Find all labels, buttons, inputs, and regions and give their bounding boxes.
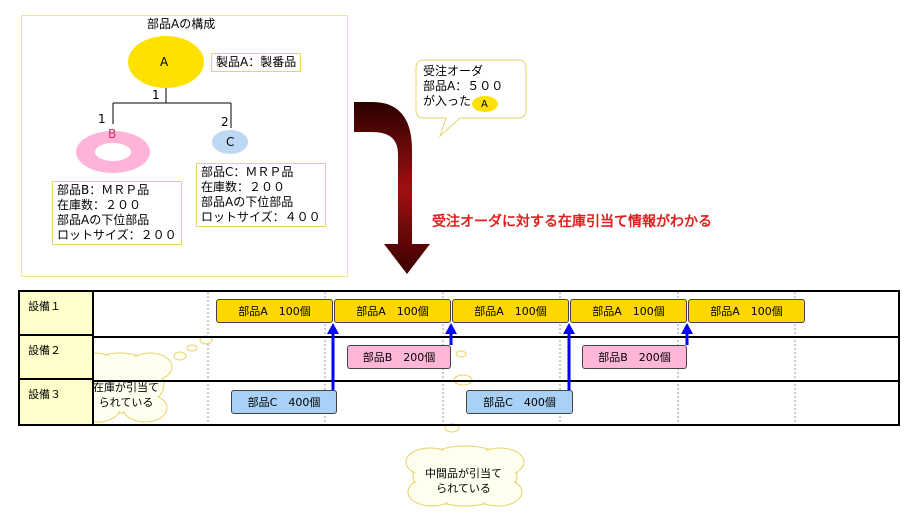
bar-part-c-2[interactable]: 部品C 400個 (466, 390, 573, 414)
qty-a: 1 (152, 88, 160, 102)
cloud-stock-text: 在庫が引当て られている (93, 381, 159, 409)
bar-part-b-2[interactable]: 部品B 200個 (582, 345, 687, 369)
bar-part-b-1[interactable]: 部品B 200個 (347, 345, 451, 369)
node-c-shape (212, 130, 248, 154)
node-a-shape (128, 36, 204, 88)
gantt-chart: 設備１ 設備２ 設備３ (18, 290, 900, 426)
bar-part-a-1[interactable]: 部品A 100個 (216, 299, 333, 323)
qty-c: 2 (221, 115, 229, 129)
bar-part-a-4[interactable]: 部品A 100個 (570, 299, 687, 323)
node-a-label: A (160, 55, 169, 69)
bar-part-c-1[interactable]: 部品C 400個 (231, 390, 337, 414)
node-b-label: B (108, 127, 117, 141)
bar-part-a-3[interactable]: 部品A 100個 (452, 299, 569, 323)
order-callout-text: 受注オーダ 部品A：５００ が入った (423, 64, 504, 108)
row-label-1: 設備１ (20, 292, 94, 336)
cloud-stock-shape (72, 335, 213, 423)
cloud-mid-shape (405, 350, 525, 507)
row-divider-1 (94, 336, 898, 338)
part-c-info: 部品C：ＭＲＰ品 在庫数：２００ 部品Aの下位部品 ロットサイズ：４００ (196, 163, 326, 227)
qty-b: 1 (98, 112, 106, 126)
part-b-info: 部品B：ＭＲＰ品 在庫数：２００ 部品Aの下位部品 ロットサイズ：２００ (52, 181, 182, 245)
cloud-mid-text: 中間品が引当て られている (425, 467, 502, 495)
node-b-shape (76, 131, 150, 173)
bar-part-a-2[interactable]: 部品A 100個 (334, 299, 451, 323)
big-arrow (354, 102, 430, 274)
row-label-3: 設備３ (20, 380, 94, 424)
row-label-2: 設備２ (20, 336, 94, 380)
order-badge-label: A (481, 99, 488, 110)
bar-part-a-5[interactable]: 部品A 100個 (688, 299, 805, 323)
product-a-info: 製品A：製番品 (211, 53, 302, 72)
node-c-label: C (226, 135, 235, 149)
order-badge-shape (472, 96, 498, 112)
order-callout-bubble (415, 59, 527, 138)
row-divider-2 (94, 380, 898, 382)
structure-title: 部品Aの構成 (147, 17, 216, 31)
allocation-message: 受注オーダに対する在庫引当て情報がわかる (432, 214, 712, 230)
